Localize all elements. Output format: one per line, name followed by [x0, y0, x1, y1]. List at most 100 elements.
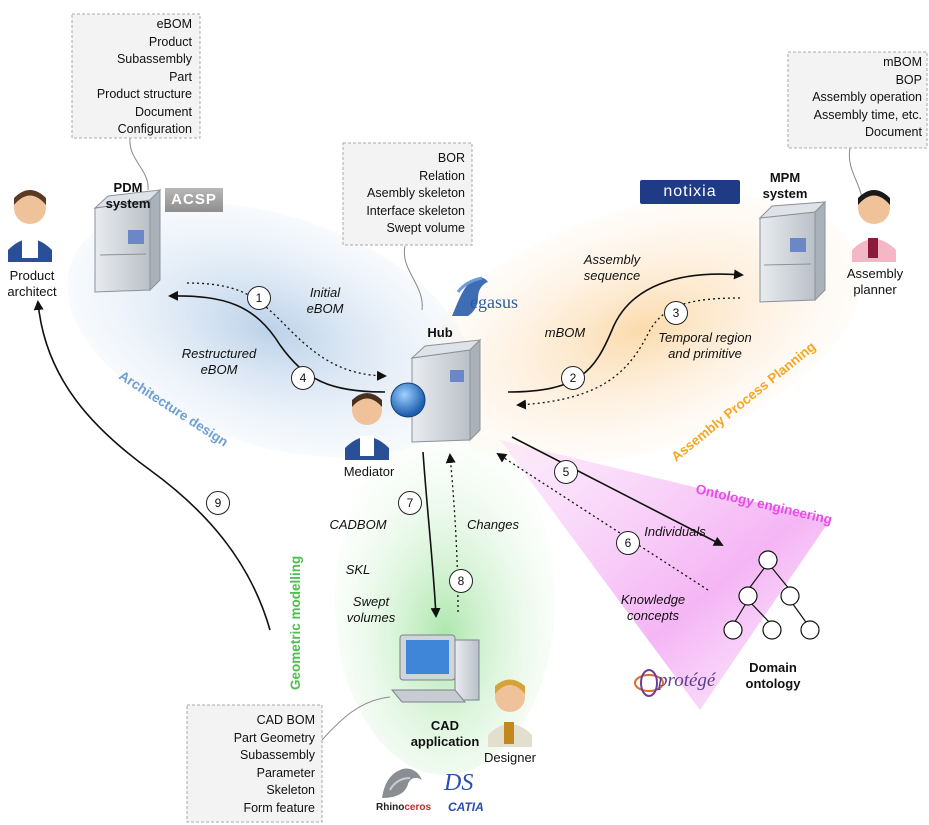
hub-note-line: Swept volume	[386, 221, 465, 235]
rhinoceros-logo: Rhinoceros	[376, 762, 438, 822]
cad-note: CAD BOM Part Geometry Subassembly Parame…	[189, 712, 315, 817]
flow-6-arrow	[496, 452, 709, 591]
step-6-badge: 6	[616, 531, 640, 555]
mpm-note-line: mBOM	[883, 55, 922, 69]
ontology-label-line: ontology	[745, 676, 801, 691]
pdm-note: eBOM Product Subassembly Part Product st…	[74, 16, 192, 139]
hub-note: BOR Relation Asembly skeleton Interface …	[345, 150, 465, 238]
cad-note-line: Form feature	[243, 800, 315, 815]
flow-label-line: eBOM	[306, 301, 344, 316]
flow-label-line: Restructured	[181, 346, 257, 361]
cad-label-line: CAD	[430, 718, 460, 733]
pdm-system-label: PDM system	[98, 180, 158, 212]
hub-note-line: Interface skeleton	[366, 203, 465, 218]
pdm-note-line: eBOM	[156, 17, 192, 31]
mpm-note-box	[787, 51, 928, 149]
step-3-badge: 3	[664, 301, 688, 325]
pdm-note-line: Product	[148, 34, 192, 49]
ds-text: DS	[444, 770, 474, 796]
pdm-note-line: Document	[135, 104, 192, 119]
flow-3-arrow	[516, 297, 741, 410]
pdm-note-line: Configuration	[117, 122, 192, 136]
hub-server-icon	[390, 338, 482, 443]
mpm-label-line: MPM	[769, 170, 801, 185]
cad-note-tail	[321, 696, 391, 741]
restructured-ebom-label: Restructured eBOM	[176, 346, 262, 378]
assembly-planner-label: Assembly planner	[842, 266, 908, 298]
cadbom-label: CADBOM	[329, 517, 387, 532]
step-8-badge: 8	[449, 569, 473, 593]
step-1-badge: 1	[247, 286, 271, 310]
designer-avatar	[488, 679, 532, 747]
flow-2-arrow	[507, 269, 744, 393]
protege-icon	[634, 669, 664, 697]
mpm-system-label: MPM system	[755, 170, 815, 202]
hub-note-line: Relation	[419, 168, 465, 183]
mpm-note-line: Assembly operation	[812, 90, 922, 104]
flow-label-line: Temporal region	[658, 330, 752, 345]
pegasus-logo: egasus	[448, 272, 528, 320]
skl-label: SKL	[345, 562, 371, 577]
cad-note-line: Part Geometry	[233, 730, 315, 745]
rhino-icon	[382, 768, 422, 798]
protege-logo: protégé	[632, 668, 732, 698]
pdm-note-line: Subassembly	[116, 52, 192, 66]
notixia-logo: notixia	[640, 180, 740, 204]
ontology-label-line: Domain	[749, 660, 797, 675]
cad-note-box	[186, 704, 323, 823]
temporal-region-label: Temporal region and primitive	[650, 330, 760, 362]
step-7-badge: 7	[398, 491, 422, 515]
actor-label-line: Product	[9, 268, 55, 283]
product-architect-label: Product architect	[2, 268, 62, 300]
flow-label-line: concepts	[626, 608, 680, 623]
hub-note-line: Asembly skeleton	[367, 186, 465, 200]
acsp-logo: ACSP	[165, 188, 223, 212]
step-4-badge: 4	[291, 366, 315, 390]
actor-label-line: planner	[853, 282, 897, 297]
initial-ebom-label: Initial eBOM	[295, 285, 355, 317]
mediator-avatar	[345, 393, 389, 460]
ontology-region	[500, 440, 830, 710]
rhino-text-b: ceros	[404, 802, 432, 813]
flow-1-arrow	[186, 282, 387, 381]
catia-text: CATIA	[448, 800, 484, 814]
actor-label-line: architect	[7, 284, 57, 299]
catia-logo: DS CATIA	[440, 770, 496, 820]
ontology-tree	[723, 550, 820, 640]
swept-volumes-label: Swept volumes	[340, 594, 402, 626]
flow-label-line: Knowledge	[620, 592, 686, 607]
pdm-note-box	[71, 13, 201, 139]
mpm-server-icon	[758, 200, 827, 303]
pdm-note-tail	[129, 137, 149, 191]
flow-label-line: Swept	[352, 594, 390, 609]
cad-label-line: application	[410, 734, 480, 749]
hub-note-box	[342, 142, 473, 246]
hub-label: Hub	[427, 325, 453, 340]
hub-note-tail	[403, 245, 423, 311]
assembly-sequence-label: Assembly sequence	[572, 252, 652, 284]
rhino-text-a: Rhino	[376, 802, 405, 813]
cad-note-line: CAD BOM	[256, 713, 315, 727]
pdm-label-line: PDM	[113, 180, 143, 195]
flow-4-arrow	[168, 290, 386, 393]
cad-note-line: Subassembly	[239, 748, 315, 762]
step-5-badge: 5	[554, 460, 578, 484]
domain-geometric-label: Geometric modelling	[288, 556, 303, 690]
step-9-badge: 9	[206, 491, 230, 515]
flow-label-line: Assembly	[583, 252, 641, 267]
flow-label-line: eBOM	[200, 362, 238, 377]
cad-note-line: Skeleton	[266, 783, 315, 797]
product-architect-avatar	[8, 190, 52, 262]
mpm-note: mBOM BOP Assembly operation Assembly tim…	[790, 54, 922, 142]
hub-note-line: BOR	[437, 151, 465, 165]
pdm-note-line: Product structure	[96, 87, 192, 101]
assembly-region	[418, 195, 862, 465]
domain-ontology-system-label: Domain ontology	[738, 660, 808, 692]
mpm-label-line: system	[762, 186, 808, 201]
designer-label: Designer	[483, 750, 537, 765]
changes-label: Changes	[466, 517, 520, 532]
pegasus-text: egasus	[470, 292, 518, 312]
flow-label-line: volumes	[346, 610, 396, 625]
assembly-planner-avatar	[852, 190, 896, 262]
